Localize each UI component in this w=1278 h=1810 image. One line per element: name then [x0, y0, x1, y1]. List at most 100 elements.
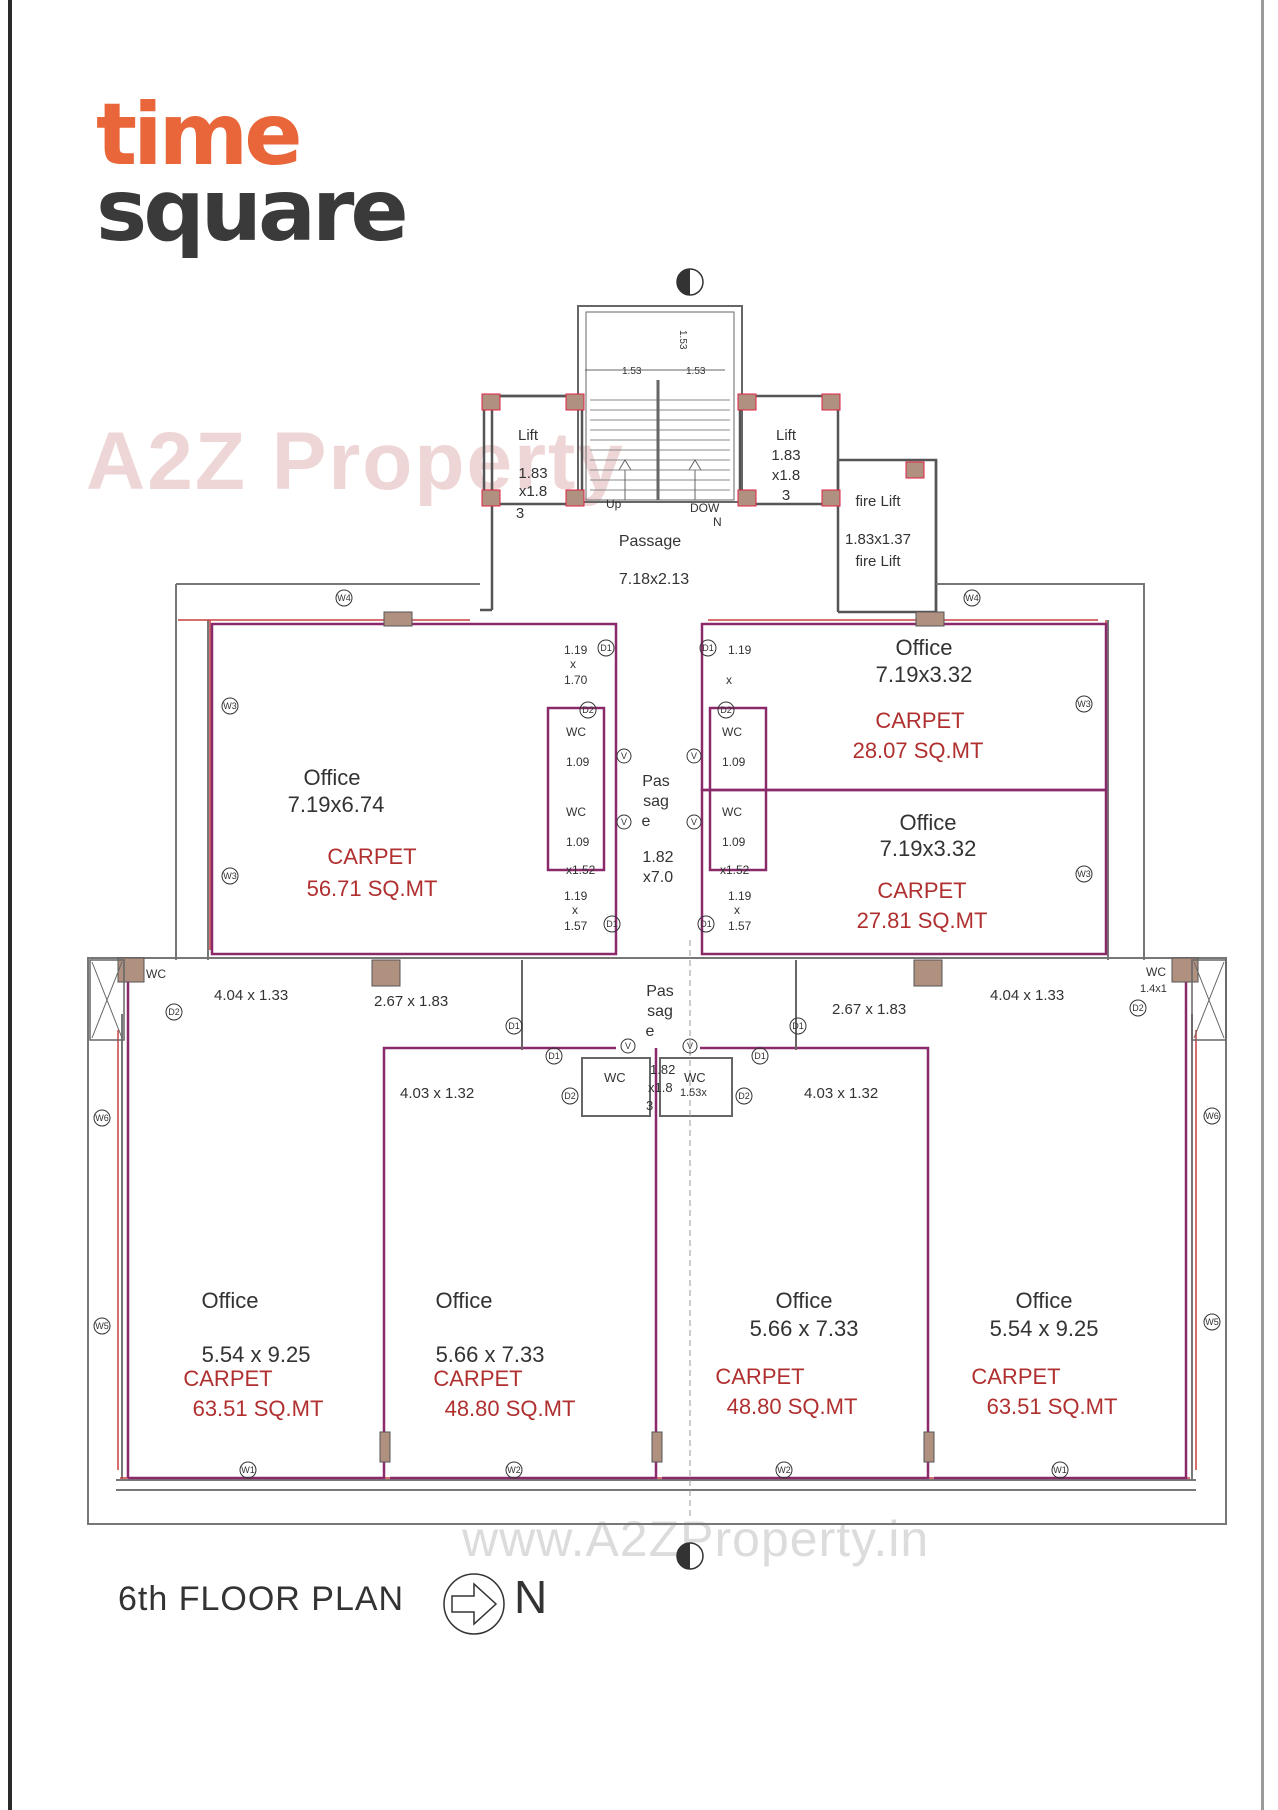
- wc-label-3: WC: [722, 725, 742, 739]
- svg-text:D1: D1: [754, 1051, 766, 1061]
- corr-dim-d: 4.04 x 1.33: [990, 987, 1064, 1004]
- office-s2-carpet: CARPET: [433, 1366, 522, 1391]
- tag-w4-right: W4: [963, 589, 981, 607]
- lift-right-dim-3: 3: [782, 487, 790, 504]
- svg-text:W3: W3: [1077, 699, 1091, 709]
- stair-dim-b: 1.53: [686, 366, 706, 377]
- corr-dim-f: 4.03 x 1.32: [804, 1085, 878, 1102]
- tag-d1-f: D1: [789, 1017, 807, 1035]
- office-ne2-carpet: CARPET: [877, 878, 966, 903]
- tag-w1-b: W1: [1051, 1461, 1069, 1479]
- wc-east-dim: 1.4x1: [1140, 983, 1167, 995]
- svg-text:V: V: [625, 1041, 631, 1051]
- svg-text:V: V: [691, 817, 697, 827]
- office-nw-dim: 7.19x6.74: [288, 792, 385, 817]
- tag-v-e: V: [620, 1038, 636, 1054]
- tag-v-b: V: [686, 748, 702, 764]
- wc-center-left-dim1: 1.82: [650, 1062, 675, 1077]
- office-labels: Office 7.19x6.74 CARPET 56.71 SQ.MT Offi…: [183, 635, 1117, 1421]
- corr-dim-c: 2.67 x 1.83: [832, 1001, 906, 1018]
- svg-text:D1: D1: [792, 1021, 804, 1031]
- tag-w4-left: W4: [335, 589, 353, 607]
- wc-dim-1: 1.09: [566, 755, 590, 769]
- svg-text:W3: W3: [1077, 869, 1091, 879]
- office-s1-area: 63.51 SQ.MT: [193, 1396, 324, 1421]
- office-ne2-dim: 7.19x3.32: [880, 836, 977, 861]
- tag-d1-h: D1: [751, 1047, 769, 1065]
- svg-text:W6: W6: [1205, 1111, 1219, 1121]
- lift-right-label: Lift: [776, 427, 797, 444]
- dim-152-a: x1.52: [566, 863, 596, 877]
- svg-text:D1: D1: [700, 919, 712, 929]
- svg-text:W1: W1: [241, 1465, 255, 1475]
- office-s2-dim: 5.66 x 7.33: [436, 1342, 545, 1367]
- wc-center-left-dim3: 3: [646, 1098, 653, 1113]
- tag-v-a: V: [616, 748, 632, 764]
- passage-low-1: Pas: [646, 983, 674, 1000]
- tag-v-c: V: [616, 814, 632, 830]
- svg-text:D2: D2: [720, 705, 732, 715]
- tag-d2-f: D2: [1129, 999, 1147, 1017]
- office-s3-name: Office: [775, 1288, 832, 1313]
- lift-left-label: Lift: [518, 427, 539, 444]
- lift-left-dim-2: x1.8: [519, 483, 547, 500]
- svg-text:W2: W2: [507, 1465, 521, 1475]
- north-label: N: [514, 1571, 548, 1623]
- tag-v-d: V: [686, 814, 702, 830]
- partitions: [126, 622, 1188, 1480]
- opening-tags: W4 W4 W3 W3 W3 W3 W6 W6 W5 W5 W1 W2 W2 W…: [93, 589, 1221, 1479]
- lift-right-dim-1: 1.83: [771, 447, 800, 464]
- office-s2-area: 48.80 SQ.MT: [445, 1396, 576, 1421]
- svg-text:D1: D1: [548, 1051, 560, 1061]
- passage-mid-5: x7.0: [643, 869, 673, 886]
- tag-w3-c: W3: [1075, 695, 1093, 713]
- office-ne1-area: 28.07 SQ.MT: [853, 738, 984, 763]
- svg-text:D1: D1: [600, 643, 612, 653]
- center-wc-labels: WC 1.82 x1.8 3 WC 1.53x: [604, 1062, 707, 1113]
- svg-text:W4: W4: [337, 593, 351, 603]
- svg-text:D2: D2: [1132, 1003, 1144, 1013]
- wc-label-1: WC: [566, 725, 586, 739]
- stair-dim-a: 1.53: [622, 366, 642, 377]
- fire-lift-dim: 1.83x1.37: [845, 531, 911, 548]
- dim-157-a: 1.57: [564, 919, 588, 933]
- wc-dim-4: 1.09: [722, 835, 746, 849]
- tag-w3-b: W3: [221, 867, 239, 885]
- tag-d1-g: D1: [545, 1047, 563, 1065]
- office-s1-carpet: CARPET: [183, 1366, 272, 1391]
- passage-mid-1: Pas: [642, 773, 670, 790]
- office-s1-name: Office: [201, 1288, 258, 1313]
- stair-down-label-2: N: [713, 515, 722, 529]
- svg-text:D2: D2: [564, 1091, 576, 1101]
- svg-text:D1: D1: [606, 919, 618, 929]
- tag-w5-a: W5: [93, 1317, 111, 1335]
- tag-d2-d: D2: [735, 1087, 753, 1105]
- lift-left-dim-3: 3: [516, 505, 524, 522]
- tag-d2-a: D2: [579, 701, 597, 719]
- wc-dim-2: 1.09: [566, 835, 590, 849]
- office-nw-name: Office: [303, 765, 360, 790]
- svg-text:W2: W2: [777, 1465, 791, 1475]
- brand-logo-time: time: [96, 85, 303, 185]
- tag-w2-b: W2: [775, 1461, 793, 1479]
- svg-text:D2: D2: [168, 1007, 180, 1017]
- corridor: [521, 940, 797, 1520]
- office-ne2-name: Office: [899, 810, 956, 835]
- wc-center-right: WC: [684, 1070, 706, 1085]
- tag-w2-a: W2: [505, 1461, 523, 1479]
- corridor-dims: 4.04 x 1.33 2.67 x 1.83 2.67 x 1.83 4.04…: [214, 987, 1064, 1102]
- wc-dim-3: 1.09: [722, 755, 746, 769]
- tag-d1-e: D1: [505, 1017, 523, 1035]
- corr-dim-b: 2.67 x 1.83: [374, 993, 448, 1010]
- passage-dim: 7.18x2.13: [619, 571, 689, 588]
- dim-119-d: 1.19: [728, 889, 752, 903]
- wc-center-left-dim2: x1.8: [648, 1080, 673, 1095]
- office-s4-name: Office: [1015, 1288, 1072, 1313]
- passage-low-3: e: [646, 1023, 655, 1040]
- passage-label: Passage: [619, 533, 681, 550]
- fire-lift-bottom: fire Lift: [855, 553, 901, 570]
- dim-157-b: 1.57: [728, 919, 752, 933]
- svg-text:D2: D2: [738, 1091, 750, 1101]
- wc-label-west: WC: [146, 967, 166, 981]
- tag-v-f: V: [682, 1038, 698, 1054]
